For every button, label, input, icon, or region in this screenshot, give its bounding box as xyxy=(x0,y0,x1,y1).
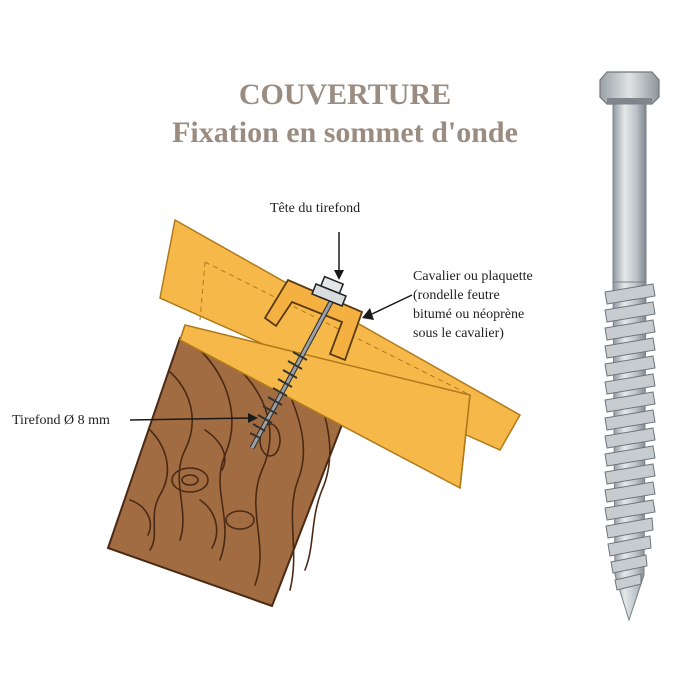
callout-arrows xyxy=(129,232,413,423)
label-cavalier-line-3: bitumé ou néoprène xyxy=(413,307,525,322)
wood-rafter xyxy=(106,336,362,608)
title-couverture: COUVERTURE xyxy=(238,78,452,111)
label-cavalier-line-4: sous le cavalier) xyxy=(413,326,504,341)
label-cavalier-line-2: (rondelle feutre xyxy=(413,288,500,303)
lag-screw-photo xyxy=(599,71,660,622)
title-fixation: Fixation en sommet d'onde xyxy=(172,116,518,149)
label-lag-screw: Tirefond Ø 8 mm xyxy=(12,413,110,428)
label-cavalier-line-1: Cavalier ou plaquette xyxy=(413,269,533,284)
lag-screw-diagram xyxy=(249,275,347,450)
label-cavalier: Cavalier ou plaquette (rondelle feutre b… xyxy=(413,268,533,344)
label-head: Tête du tirefond xyxy=(270,201,361,216)
